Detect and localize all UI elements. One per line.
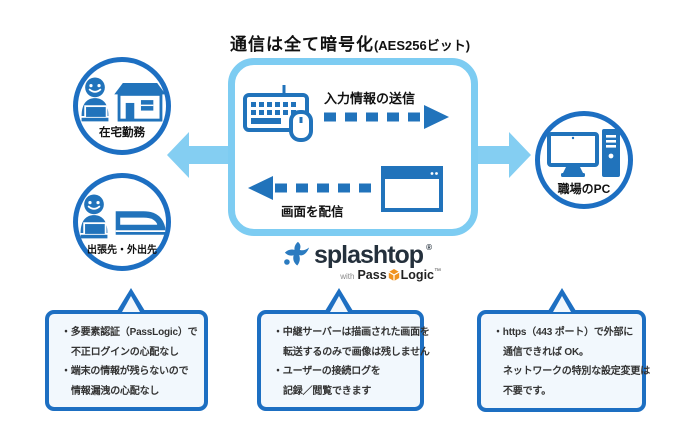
- bubble-line: 通信できれば OK。: [503, 346, 589, 358]
- title-main: 通信は全て暗号化: [229, 35, 374, 54]
- benefit-bubble-network: ・https（443 ポート）で外部に 通信できれば OK。 ネットワークの特別…: [477, 288, 650, 412]
- bubble-line: ・https（443 ポート）で外部に: [493, 327, 634, 338]
- bullet-train-icon: [115, 210, 166, 235]
- deliver-screen-label: 画面を配信: [281, 205, 344, 219]
- splashtop-wordmark: splashtop ®: [283, 241, 443, 269]
- browser-window-icon: [381, 166, 443, 212]
- benefit-bubble-relay-server: ・中継サーバーは描画された画面を 転送するのみで画像は残しません ・ユーザーの接…: [257, 288, 430, 411]
- node-travel-label: 出張先・外出先: [87, 244, 157, 256]
- passlogic-pass-text: Pass: [357, 268, 387, 282]
- node-business-trip: 出張先・外出先: [73, 173, 171, 271]
- keyboard-icon: [243, 85, 313, 142]
- monitor-icon: [547, 131, 599, 177]
- bubble-line: 不正ログインの心配なし: [71, 346, 179, 358]
- splash-icon: [284, 241, 310, 266]
- bubble-line: 転送するのみで画像は残しません: [283, 346, 430, 358]
- bubble-pointer: [548, 288, 576, 312]
- title-sub: (AES256ビット): [373, 38, 471, 53]
- bubble-line: ネットワークの特別な設定変更は: [503, 366, 650, 377]
- with-text: with: [340, 272, 355, 281]
- node-office-pc: 職場のPC: [535, 111, 633, 209]
- bubble-line: ・多要素認証（PassLogic）で: [61, 327, 198, 338]
- person-laptop-icon: [80, 194, 108, 238]
- person-laptop-icon: [81, 77, 109, 122]
- registered-mark: ®: [426, 242, 432, 252]
- node-home-label: 在宅勤務: [99, 127, 145, 139]
- benefit-bubble-authentication: ・多要素認証（PassLogic）で 不正ログインの心配なし ・端末の情報が残ら…: [45, 288, 208, 411]
- node-home-icons: [78, 76, 166, 122]
- bubble-line: ・ユーザーの接続ログを: [273, 366, 381, 377]
- trademark-mark: ™: [434, 268, 441, 275]
- bubble-line: ・中継サーバーは描画された画面を: [273, 327, 430, 338]
- house-icon: [114, 82, 166, 122]
- bubble-line: 情報漏洩の心配なし: [71, 385, 160, 397]
- passlogic-cube-icon: [388, 269, 400, 281]
- dashed-arrow-right-icon: [324, 105, 449, 129]
- arrow-right-icon: [473, 132, 531, 178]
- node-travel-icons: [77, 193, 167, 239]
- bubble-line: 記録／閲覧できます: [283, 385, 372, 397]
- node-work-from-home: 在宅勤務: [73, 57, 171, 155]
- passlogic-logic-text: Logic: [400, 268, 434, 282]
- node-office-icons: [547, 128, 621, 178]
- dashed-arrow-left-icon: [248, 176, 373, 200]
- encrypted-channel-box: [228, 58, 478, 236]
- bubble-pointer: [325, 288, 353, 312]
- send-input-label: 入力情報の送信: [324, 91, 416, 106]
- node-office-label: 職場のPC: [557, 181, 611, 196]
- bubble-pointer: [117, 288, 145, 312]
- mouse-icon: [289, 110, 313, 142]
- bubble-line: 不要です。: [503, 385, 551, 397]
- page-title: 通信は全て暗号化(AES256ビット): [0, 30, 700, 55]
- splashtop-brand-text: splashtop: [314, 240, 424, 269]
- bubble-line: ・端末の情報が残らないので: [61, 366, 189, 377]
- arrow-left-icon: [167, 132, 229, 178]
- pc-tower-icon: [602, 128, 620, 177]
